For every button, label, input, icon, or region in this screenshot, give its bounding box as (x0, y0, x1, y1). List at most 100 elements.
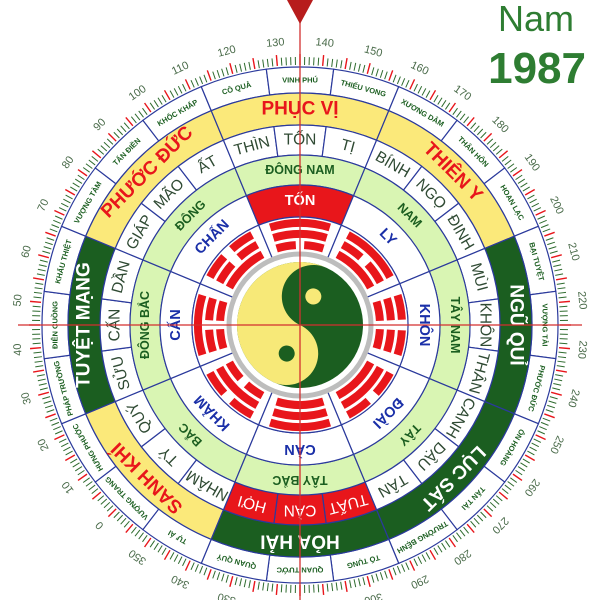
degree-tick (527, 194, 535, 200)
degree-tick (547, 404, 556, 409)
degree-tick-major (206, 569, 212, 580)
degree-tick (120, 125, 127, 133)
degree-tick (239, 578, 242, 587)
degree-tick (362, 64, 366, 73)
degree-tick (138, 532, 144, 540)
degree-tick (554, 268, 563, 272)
degree-tick-major (125, 116, 134, 127)
trigram-broken-line (372, 370, 394, 396)
degree-tick (157, 545, 163, 553)
degree-label: 170 (451, 83, 473, 103)
degree-tick (38, 264, 47, 267)
degree-tick (549, 250, 558, 254)
degree-tick-major (91, 150, 102, 159)
degree-tick (161, 95, 167, 103)
degree-tick (100, 145, 108, 152)
degree-tick (417, 85, 423, 94)
trigram-solid-line (345, 231, 394, 280)
degree-tick (49, 417, 58, 422)
degree-tick (51, 224, 60, 229)
degree-tick-major (38, 254, 50, 259)
degree-tick (529, 446, 537, 452)
degree-tick (32, 342, 41, 345)
degree-tick-major (45, 413, 56, 419)
degree-tick (413, 83, 418, 92)
degree-tick (559, 305, 568, 308)
degree-tick-major (143, 102, 152, 113)
degree-label: 210 (565, 241, 581, 262)
degree-tick (495, 495, 503, 502)
degree-label: 270 (489, 514, 510, 535)
degree-tick (405, 562, 410, 571)
degree-tick (97, 495, 105, 502)
degree-tick (533, 438, 542, 443)
degree-tick (473, 125, 480, 133)
degree-tick (405, 79, 410, 88)
degree-tick (88, 484, 96, 491)
degree-tick (44, 404, 53, 409)
degree-tick (72, 462, 80, 468)
degree-tick (510, 167, 518, 173)
degree-tick (558, 351, 567, 354)
degree-tick (547, 241, 556, 246)
birth-year: 1987 (488, 44, 586, 93)
degree-tick (452, 535, 458, 543)
degree-tick (507, 163, 515, 169)
degree-tick (349, 61, 352, 70)
degree-tick-major (125, 523, 134, 534)
trigram-broken-line (372, 300, 384, 322)
degree-tick (553, 383, 562, 386)
degree-tick-major (558, 346, 571, 350)
degree-tick (545, 409, 554, 413)
degree-tick-major (29, 346, 42, 350)
degree-tick (531, 202, 540, 208)
degree-tick (72, 182, 80, 188)
degree-tick (486, 505, 494, 512)
degree-tick (33, 291, 42, 294)
degree-tick (507, 481, 515, 487)
degree-tick-major (555, 277, 568, 281)
degree-tick (326, 583, 329, 592)
degree-label: 120 (216, 43, 237, 59)
trigram-broken-line (303, 241, 325, 253)
degree-tick-major (184, 79, 191, 90)
degree-tick (39, 387, 48, 391)
degree-tick (216, 572, 221, 581)
degree-tick (331, 58, 334, 67)
degree-tick (65, 194, 73, 200)
degree-tick-major (54, 209, 65, 216)
degree-tick (539, 426, 547, 431)
degree-tick (504, 484, 512, 491)
degree-tick (486, 138, 494, 145)
degree-tick (433, 95, 439, 103)
degree-tick (552, 259, 561, 263)
degree-tick-major (107, 508, 117, 518)
degree-tick (515, 469, 523, 476)
degree-tick (74, 178, 83, 184)
trigram-broken-line (216, 328, 228, 350)
degree-tick-major (466, 523, 475, 534)
degree-tick (396, 565, 401, 574)
degree-tick-major (143, 537, 152, 548)
degree-tick (349, 580, 352, 589)
trigram-broken-line (372, 328, 384, 350)
degree-tick (103, 141, 111, 149)
pointer-arrow-icon (287, 0, 313, 24)
degree-tick (157, 97, 163, 105)
degree-tick (537, 215, 546, 220)
degree-tick-major (321, 583, 325, 596)
degree-tick (54, 215, 63, 220)
degree-tick (113, 131, 120, 139)
degree-tick (392, 567, 397, 576)
degree-tick (194, 78, 199, 86)
degree-label: 30 (19, 391, 34, 406)
degree-tick (70, 186, 78, 192)
degree-tick-major (45, 231, 56, 237)
degree-tick-major (32, 369, 45, 373)
degree-tick (37, 378, 46, 382)
degree-tick (182, 558, 187, 567)
degree-label: 50 (12, 294, 25, 307)
degree-tick (401, 78, 406, 86)
degree-tick-major (512, 168, 523, 177)
degree-label: 220 (575, 291, 589, 310)
